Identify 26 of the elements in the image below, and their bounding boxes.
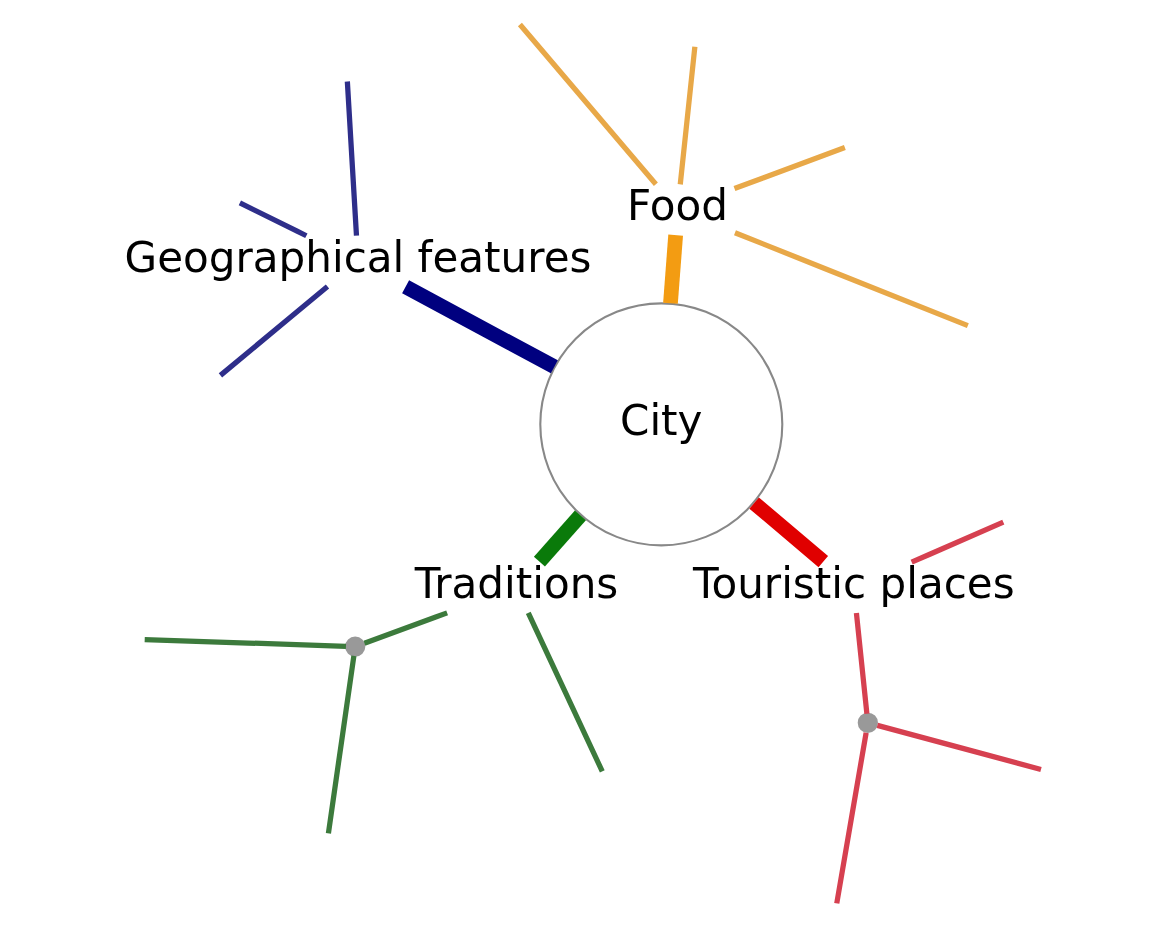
connector — [677, 46, 697, 185]
connector — [325, 655, 356, 834]
connector — [238, 200, 308, 239]
node-text: Traditions — [414, 559, 618, 608]
connector — [853, 612, 869, 714]
node-point — [344, 636, 365, 657]
connector — [876, 722, 1042, 772]
node-text: Geographical features — [124, 232, 591, 282]
connector — [733, 144, 846, 192]
connector — [748, 497, 828, 568]
node-point — [857, 712, 878, 733]
node-text: Food — [626, 181, 728, 231]
connector — [517, 22, 658, 186]
connector — [401, 280, 558, 374]
connector — [344, 81, 359, 236]
connector — [662, 234, 683, 304]
connector — [910, 519, 1004, 565]
node-text: Touristic places — [692, 559, 1015, 609]
node-circle: City — [538, 302, 783, 547]
connector — [733, 230, 969, 329]
connector — [533, 510, 586, 567]
connector — [144, 637, 346, 649]
connector — [218, 284, 329, 378]
connector — [833, 732, 869, 904]
connector — [363, 610, 448, 646]
connector — [525, 611, 605, 773]
